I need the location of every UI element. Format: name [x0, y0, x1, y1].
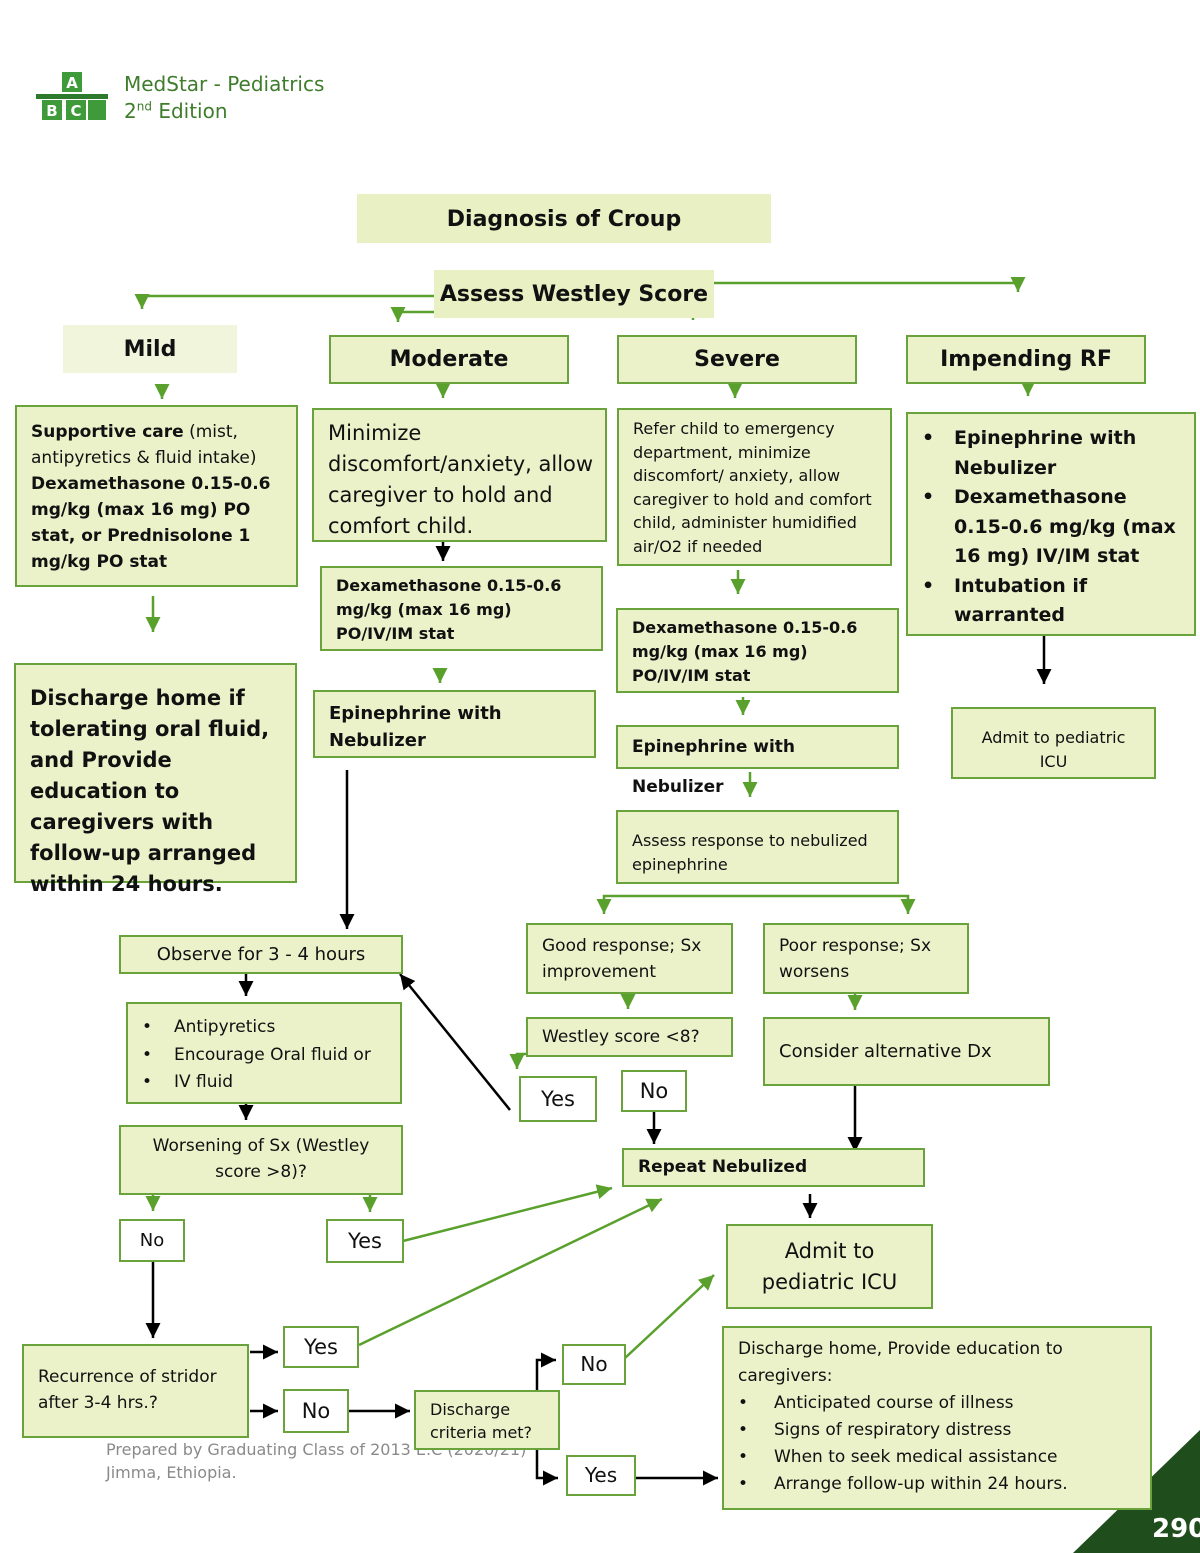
- page-number: 290: [1152, 1514, 1200, 1544]
- consider-alternative-box: Consider alternative Dx: [763, 1017, 1050, 1086]
- observe-care-box: Antipyretics Encourage Oral fluid or IV …: [126, 1002, 402, 1104]
- criteria-no-box: No: [562, 1344, 626, 1385]
- discharge-item-course: Anticipated course of illness: [724, 1390, 1140, 1417]
- admit-picu-box: Admit to pediatric ICU: [726, 1224, 933, 1309]
- mild-care-bold: Supportive care: [31, 422, 184, 442]
- header-edition: 2nd Edition: [124, 99, 228, 123]
- worsening-question-box: Worsening of Sx (Westley score >8)?: [119, 1125, 403, 1195]
- mild-supportive-care-box: Supportive care (mist, antipyretics & fl…: [15, 405, 298, 587]
- discharge-item-assistance: When to seek medical assistance: [724, 1444, 1140, 1471]
- moderate-dexamethasone-box: Dexamethasone 0.15-0.6 mg/kg (max 16 mg)…: [320, 566, 603, 651]
- rf-item-intubation: Intubation if warranted: [908, 572, 1184, 631]
- logo-letter-a: A: [66, 74, 78, 92]
- rf-item-dexamethasone: Dexamethasone 0.15-0.6 mg/kg (max 16 mg)…: [908, 483, 1184, 572]
- mild-discharge-box: Discharge home if tolerating oral fluid,…: [14, 663, 297, 896]
- observe-item-oral-fluid: Encourage Oral fluid or: [128, 1042, 392, 1070]
- poor-response-box: Poor response; Sx worsens: [763, 923, 969, 994]
- final-discharge-box: Discharge home, Provide education to car…: [722, 1326, 1152, 1510]
- diagnosis-title: Diagnosis of Croup: [357, 194, 771, 243]
- observe-box: Observe for 3 - 4 hours: [119, 935, 403, 974]
- discharge-criteria-box-overlay: Discharge criteria met?: [414, 1390, 560, 1450]
- logo-letter-b: B: [46, 102, 57, 120]
- observe-item-antipyretics: Antipyretics: [128, 1014, 392, 1042]
- worsening-yes-box: Yes: [326, 1219, 404, 1263]
- severe-refer-box: Refer child to emergency department, min…: [617, 408, 892, 566]
- observe-item-iv-fluid: IV fluid: [128, 1069, 392, 1097]
- edition-number: 2: [124, 99, 137, 123]
- assess-westley-box: Assess Westley Score: [434, 270, 714, 318]
- recurrence-yes-box: Yes: [283, 1326, 359, 1368]
- repeat-nebulized-box: Repeat Nebulized: [622, 1148, 925, 1187]
- mild-dexamethasone: Dexamethasone 0.15-0.6 mg/kg (max 16 mg)…: [31, 474, 271, 572]
- westley-score-question: Westley score <8?: [526, 1017, 733, 1057]
- category-mild: Mild: [63, 325, 237, 373]
- edition-superscript: nd: [136, 99, 152, 114]
- category-moderate: Moderate: [329, 335, 569, 384]
- edition-word: Edition: [158, 99, 228, 123]
- recurrence-no-box: No: [283, 1389, 349, 1433]
- worsening-no-box: No: [119, 1219, 185, 1262]
- discharge-item-distress: Signs of respiratory distress: [724, 1417, 1140, 1444]
- header-title: MedStar - Pediatrics: [124, 72, 325, 96]
- discharge-item-followup: Arrange follow-up within 24 hours.: [724, 1471, 1140, 1498]
- footer-line-2: Jimma, Ethiopia.: [106, 1463, 237, 1482]
- final-discharge-intro: Discharge home, Provide education to car…: [738, 1339, 1063, 1386]
- good-response-box: Good response; Sx improvement: [526, 923, 733, 994]
- category-severe: Severe: [617, 335, 857, 384]
- mild-care-rest: (mist, antipyretics & fluid intake): [31, 422, 257, 468]
- criteria-yes-box: Yes: [566, 1455, 636, 1496]
- moderate-minimize-box: Minimize discomfort/anxiety, allow careg…: [312, 408, 607, 542]
- abc-blocks-logo: A B C: [36, 72, 108, 120]
- rf-item-epinephrine: Epinephrine with Nebulizer: [908, 424, 1184, 483]
- rf-interventions-box: Epinephrine with Nebulizer Dexamethasone…: [906, 412, 1196, 636]
- logo-letter-c: C: [70, 102, 81, 120]
- moderate-epinephrine-box: Epinephrine with Nebulizer: [313, 690, 596, 758]
- assess-response-box: Assess response to nebulized epinephrine: [616, 810, 899, 884]
- westley-no-box: No: [621, 1070, 687, 1112]
- severe-dexamethasone-box: Dexamethasone 0.15-0.6 mg/kg (max 16 mg)…: [616, 608, 899, 693]
- rf-admit-picu-box: Admit to pediatric ICU: [951, 707, 1156, 779]
- recurrence-question-box: Recurrence of stridor after 3-4 hrs.?: [22, 1344, 249, 1438]
- severe-epinephrine-box: Epinephrine with Nebulizer: [616, 725, 899, 797]
- category-impending-rf: Impending RF: [906, 335, 1146, 384]
- westley-yes-box: Yes: [519, 1076, 597, 1122]
